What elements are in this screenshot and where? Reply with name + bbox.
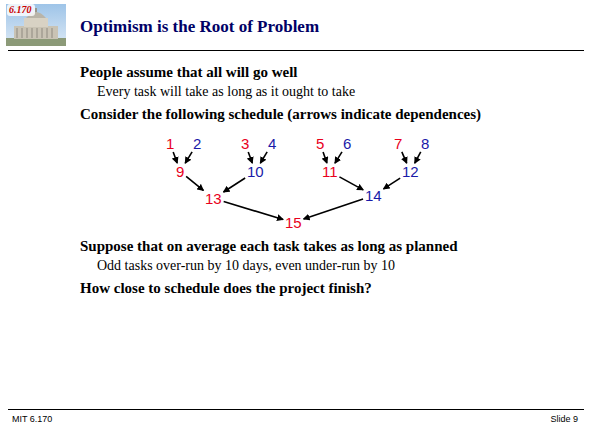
dependency-arrow xyxy=(402,152,407,163)
header-rule xyxy=(8,50,584,51)
task-number-text: 12 xyxy=(402,164,419,179)
dependency-arrow xyxy=(323,152,327,163)
task-number: 4 xyxy=(267,136,277,151)
dependency-arrow xyxy=(384,178,401,189)
task-number: 2 xyxy=(192,136,202,151)
dependency-arrow xyxy=(260,152,267,163)
task-number-text: 2 xyxy=(193,136,201,151)
footer-text: Slide 9 xyxy=(550,414,578,424)
task-number-text: 4 xyxy=(268,136,276,151)
task-number-text: 3 xyxy=(241,136,249,151)
task-number: 12 xyxy=(401,164,420,179)
task-number-text: 10 xyxy=(247,164,264,179)
mit-dome-logo xyxy=(6,4,66,46)
task-number-text: 11 xyxy=(322,164,338,179)
task-number: 7 xyxy=(393,136,403,151)
dependency-arrow xyxy=(224,178,246,192)
dependency-arrow xyxy=(335,152,342,163)
dependency-arrow xyxy=(186,176,203,190)
dependency-arrow xyxy=(304,199,363,219)
bullet-heading: Consider the following schedule (arrows … xyxy=(80,106,481,123)
task-number: 9 xyxy=(175,164,185,179)
task-number: 3 xyxy=(240,136,250,151)
task-number: 10 xyxy=(246,164,265,179)
task-number: 13 xyxy=(204,191,223,206)
dependency-arrow xyxy=(339,177,363,190)
bullet-heading: Suppose that on average each task takes … xyxy=(80,238,458,255)
footer-rule xyxy=(8,409,584,410)
footer-text: MIT 6.170 xyxy=(12,414,52,424)
course-badge: 6.170 xyxy=(9,4,32,15)
task-number-text: 8 xyxy=(421,136,429,151)
task-number-text: 7 xyxy=(394,136,402,151)
dependency-arrow xyxy=(415,152,421,163)
task-number: 11 xyxy=(321,164,339,179)
task-number: 5 xyxy=(315,136,325,151)
bullet-text: Every task will take as long as it ought… xyxy=(97,84,355,100)
dependency-arrow xyxy=(173,152,177,163)
bullet-heading: How close to schedule does the project f… xyxy=(80,280,372,297)
bullet-text: Odd tasks over-run by 10 days, even unde… xyxy=(97,258,395,274)
task-number: 1 xyxy=(165,136,175,151)
task-number: 14 xyxy=(364,188,383,203)
task-number-text: 13 xyxy=(205,191,222,206)
task-number-text: 15 xyxy=(285,215,302,230)
task-number-text: 14 xyxy=(365,188,382,203)
dependency-arrow xyxy=(224,202,283,220)
slide-title: Optimism is the Root of Problem xyxy=(80,17,319,37)
dependency-arrow xyxy=(185,152,192,163)
task-number: 15 xyxy=(284,215,303,230)
task-number: 8 xyxy=(420,136,430,151)
dependency-arrow xyxy=(248,152,252,163)
task-number-text: 1 xyxy=(166,136,174,151)
bullet-heading: People assume that all will go well xyxy=(80,64,298,81)
task-number: 6 xyxy=(342,136,352,151)
task-number-text: 9 xyxy=(176,164,184,179)
task-number-text: 6 xyxy=(343,136,351,151)
task-number-text: 5 xyxy=(316,136,324,151)
